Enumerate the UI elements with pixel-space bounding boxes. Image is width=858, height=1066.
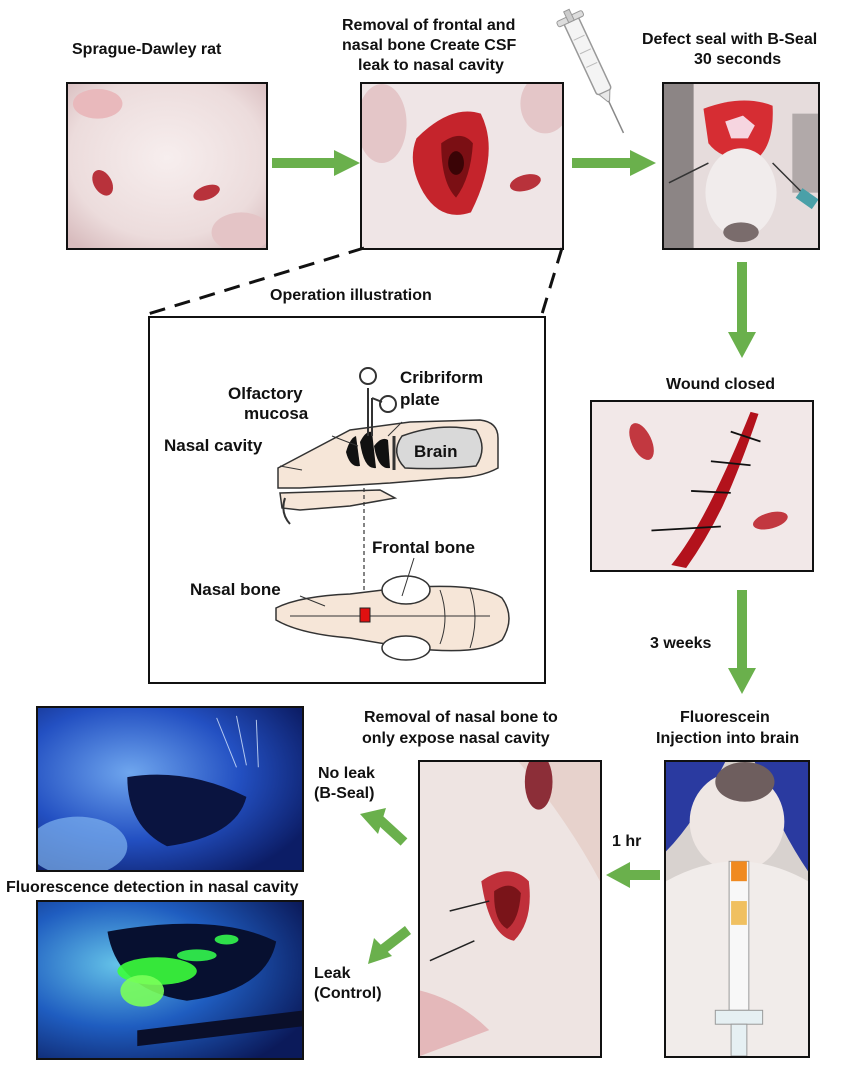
photo-bone-removal <box>360 82 564 250</box>
label-cribriform-line1: Cribriform <box>400 368 483 387</box>
arrow-right-1 <box>272 150 360 176</box>
label-wound-closed: Wound closed <box>666 375 775 394</box>
label-olfactory-line1: Olfactory <box>228 384 303 403</box>
label-expose-line2: only expose nasal cavity <box>362 729 550 748</box>
label-brain: Brain <box>414 442 457 461</box>
label-nasal-cavity: Nasal cavity <box>164 436 262 455</box>
photo-nasal-cavity-exposed <box>418 760 602 1058</box>
label-seal-line2: 30 seconds <box>694 50 781 69</box>
label-removal-line2: nasal bone Create CSF <box>342 36 516 55</box>
label-no-leak-line1: No leak <box>318 764 375 783</box>
label-seal-line1: Defect seal with B-Seal <box>642 30 817 49</box>
photo-bseal <box>662 82 820 250</box>
label-fluorescein-line1: Fluorescein <box>680 708 770 727</box>
photo-wound-closed <box>590 400 814 572</box>
label-leak-line1: Leak <box>314 964 350 983</box>
label-removal-line1: Removal of frontal and <box>342 16 515 35</box>
label-1-hr: 1 hr <box>612 832 641 851</box>
label-cribriform-line2: plate <box>400 390 440 409</box>
photo-leak-uv <box>36 900 304 1060</box>
label-frontal-bone: Frontal bone <box>372 538 475 557</box>
arrow-right-2 <box>572 150 656 176</box>
syringe-icon <box>556 4 636 144</box>
label-removal-line3: leak to nasal cavity <box>358 56 504 75</box>
label-olfactory-line2: mucosa <box>244 404 308 423</box>
label-operation-illustration: Operation illustration <box>270 286 432 305</box>
label-fluorescence-detection: Fluorescence detection in nasal cavity <box>6 878 299 897</box>
label-expose-line1: Removal of nasal bone to <box>364 708 558 727</box>
label-nasal-bone: Nasal bone <box>190 580 281 599</box>
label-no-leak-line2: (B-Seal) <box>314 784 374 803</box>
arrow-to-leak <box>368 926 412 966</box>
photo-fluorescein-injection <box>664 760 810 1058</box>
arrow-left-1 <box>606 862 660 888</box>
operation-illustration-panel: Olfactory mucosa Cribriform plate Nasal … <box>148 316 546 684</box>
label-leak-line2: (Control) <box>314 984 382 1003</box>
photo-rat-head <box>66 82 268 250</box>
label-3-weeks: 3 weeks <box>650 634 711 653</box>
zoom-dashed-lines <box>146 246 566 316</box>
arrow-down-2 <box>728 590 756 694</box>
label-fluorescein-line2: Injection into brain <box>656 729 799 748</box>
arrow-to-no-leak <box>360 808 408 848</box>
label-sprague-dawley-rat: Sprague-Dawley rat <box>72 40 221 59</box>
photo-no-leak-uv <box>36 706 304 872</box>
arrow-down-1 <box>728 262 756 358</box>
